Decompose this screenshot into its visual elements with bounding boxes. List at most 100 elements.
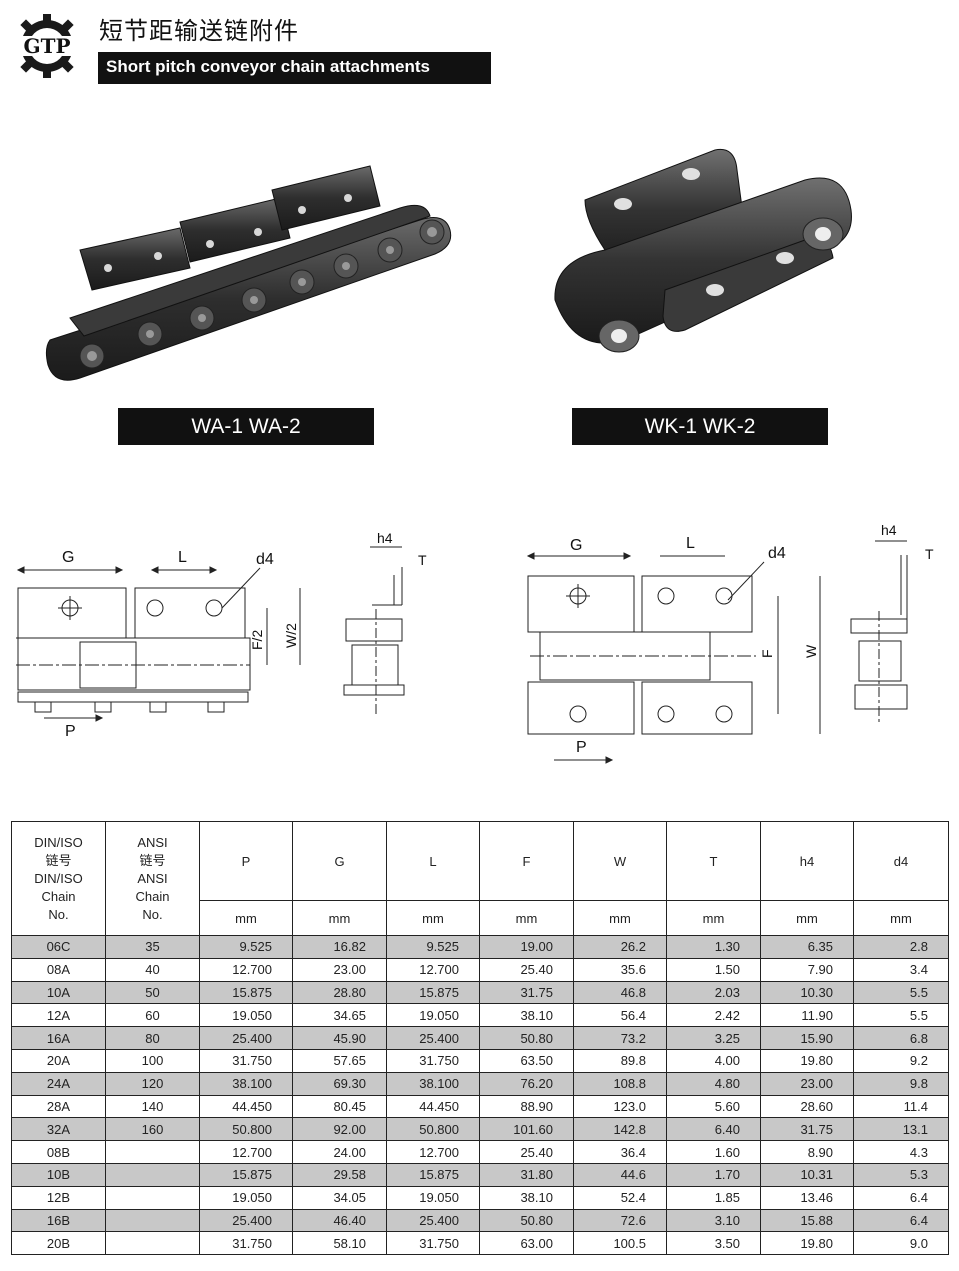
table-cell: 31.750 xyxy=(199,1048,293,1073)
page-title-en: Short pitch conveyor chain attachments xyxy=(106,57,431,76)
header-din-iso: DIN/ISO 链号 DIN/ISO Chain No. xyxy=(11,821,106,936)
table-cell: 4.3 xyxy=(853,1140,949,1164)
table-cell: 35.6 xyxy=(573,957,667,982)
table-cell: 19.050 xyxy=(386,1185,480,1210)
table-cell: 16B xyxy=(11,1208,106,1233)
table-cell: 12.700 xyxy=(199,957,293,982)
table-cell: 24.00 xyxy=(292,1140,387,1164)
table-cell: 2.03 xyxy=(666,980,761,1005)
table-cell: 73.2 xyxy=(573,1026,667,1050)
table-cell: 58.10 xyxy=(292,1231,387,1256)
unit-cell: mm xyxy=(386,900,480,936)
table-cell: 9.8 xyxy=(853,1071,949,1096)
table-cell: 25.400 xyxy=(199,1026,293,1050)
wa-w2-label: W/2 xyxy=(283,623,299,648)
table-cell: 120 xyxy=(105,1071,200,1096)
wk-l-label: L xyxy=(686,535,695,552)
header-l: L xyxy=(386,821,480,901)
table-cell: 69.30 xyxy=(292,1071,387,1096)
table-cell: 28.80 xyxy=(292,980,387,1005)
table-cell: 9.0 xyxy=(853,1231,949,1256)
table-cell: 38.100 xyxy=(199,1071,293,1096)
table-cell: 34.65 xyxy=(292,1003,387,1028)
table-cell: 72.6 xyxy=(573,1208,667,1233)
table-cell: 40 xyxy=(105,957,200,982)
header-d4: d4 xyxy=(853,821,949,901)
table-cell: 16A xyxy=(11,1026,106,1050)
table-cell: 25.400 xyxy=(199,1208,293,1233)
wa-side-drawing: h4 T xyxy=(343,530,427,715)
table-cell: 12A xyxy=(11,1003,106,1028)
table-cell: 1.70 xyxy=(666,1162,761,1187)
table-cell: 19.050 xyxy=(199,1003,293,1028)
table-cell: 50 xyxy=(105,980,200,1005)
table-cell xyxy=(105,1140,200,1164)
table-cell: 140 xyxy=(105,1094,200,1119)
table-cell: 6.8 xyxy=(853,1026,949,1050)
table-cell: 50.80 xyxy=(479,1208,574,1233)
table-cell: 15.875 xyxy=(199,1162,293,1187)
table-cell: 12.700 xyxy=(199,1140,293,1164)
unit-cell: mm xyxy=(292,900,387,936)
table-cell: 25.400 xyxy=(386,1208,480,1233)
table-cell: 76.20 xyxy=(479,1071,574,1096)
table-cell: 10.31 xyxy=(760,1162,854,1187)
table-cell: 25.40 xyxy=(479,1140,574,1164)
table-cell: 9.525 xyxy=(386,935,480,959)
header-p: P xyxy=(199,821,293,901)
table-cell: 11.90 xyxy=(760,1003,854,1028)
wk-front-drawing: G L d4 P F W xyxy=(526,535,821,764)
table-cell: 3.50 xyxy=(666,1231,761,1256)
table-cell: 160 xyxy=(105,1117,200,1142)
wk-h4-label: h4 xyxy=(881,522,897,538)
table-cell: 15.875 xyxy=(386,980,480,1005)
unit-cell: mm xyxy=(666,900,761,936)
wa-p-label: P xyxy=(65,723,76,740)
table-cell: 5.3 xyxy=(853,1162,949,1187)
wk-g-label: G xyxy=(570,537,582,554)
table-cell: 7.90 xyxy=(760,957,854,982)
table-cell: 44.450 xyxy=(386,1094,480,1119)
table-cell: 31.750 xyxy=(386,1231,480,1256)
table-cell: 44.6 xyxy=(573,1162,667,1187)
header-h4: h4 xyxy=(760,821,854,901)
wa-h4-label: h4 xyxy=(377,530,393,546)
table-cell: 23.00 xyxy=(760,1071,854,1096)
table-cell: 1.50 xyxy=(666,957,761,982)
table-cell xyxy=(105,1185,200,1210)
table-cell: 4.00 xyxy=(666,1048,761,1073)
table-cell: 38.10 xyxy=(479,1003,574,1028)
spec-table: DIN/ISO 链号 DIN/ISO Chain No. ANSI 链号 ANS… xyxy=(11,821,949,1256)
table-cell: 38.10 xyxy=(479,1185,574,1210)
table-cell: 26.2 xyxy=(573,935,667,959)
table-cell: 32A xyxy=(11,1117,106,1142)
table-cell: 20A xyxy=(11,1048,106,1073)
table-cell: 123.0 xyxy=(573,1094,667,1119)
table-cell: 100 xyxy=(105,1048,200,1073)
header-ansi: ANSI 链号 ANSI Chain No. xyxy=(105,821,200,936)
table-cell: 5.60 xyxy=(666,1094,761,1119)
table-cell: 19.050 xyxy=(386,1003,480,1028)
wk-chain-photo xyxy=(554,148,852,353)
table-cell: 5.5 xyxy=(853,980,949,1005)
table-cell: 56.4 xyxy=(573,1003,667,1028)
title-banner xyxy=(98,52,491,84)
wa-l-label: L xyxy=(178,549,187,566)
logo-text: GTP xyxy=(23,34,70,58)
table-cell: 10A xyxy=(11,980,106,1005)
table-cell: 35 xyxy=(105,935,200,959)
table-cell: 45.90 xyxy=(292,1026,387,1050)
table-cell: 5.5 xyxy=(853,1003,949,1028)
table-cell: 50.800 xyxy=(386,1117,480,1142)
table-cell: 4.80 xyxy=(666,1071,761,1096)
table-cell: 1.30 xyxy=(666,935,761,959)
